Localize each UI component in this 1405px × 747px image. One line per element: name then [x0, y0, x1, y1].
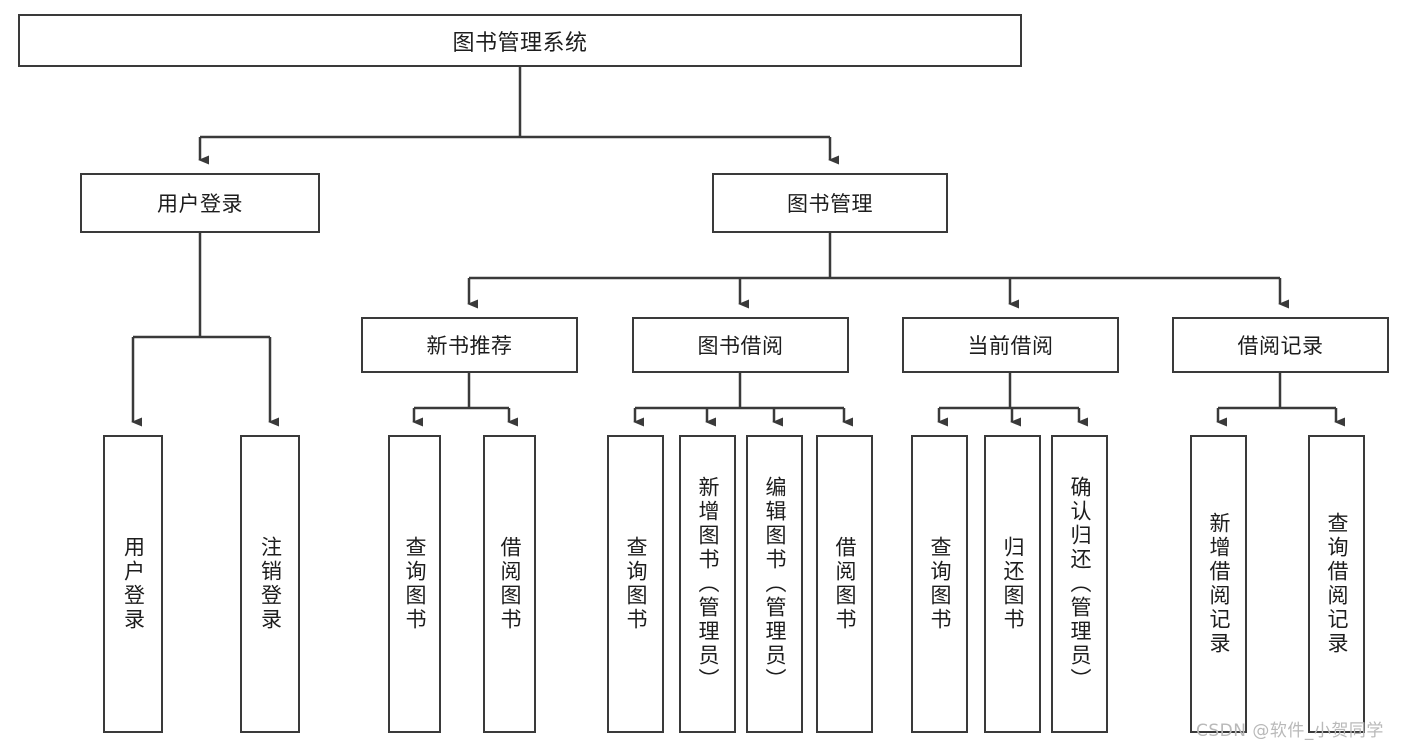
- node-new-book-recommend: 新书推荐: [361, 317, 578, 373]
- node-borrow-record: 借阅记录: [1172, 317, 1389, 373]
- node-label: 图书借阅: [697, 334, 784, 358]
- node-label: 借阅图书: [498, 536, 522, 632]
- node-root: 图书管理系统: [18, 14, 1022, 67]
- node-leaf-user-login: 用户登录: [103, 435, 163, 733]
- node-label: 查询借阅记录: [1325, 512, 1349, 656]
- node-label: 新增借阅记录: [1207, 512, 1231, 656]
- node-book-borrow: 图书借阅: [632, 317, 849, 373]
- node-leaf-edit-book: 编辑图书（管理员）: [746, 435, 803, 733]
- node-label: 注销登录: [258, 536, 283, 632]
- node-leaf-borrow-book-recommend: 借阅图书: [483, 435, 536, 733]
- node-leaf-query-book-current: 查询图书: [911, 435, 968, 733]
- node-leaf-query-borrow-record: 查询借阅记录: [1308, 435, 1365, 733]
- node-label: 当前借阅: [967, 334, 1054, 358]
- node-user-login: 用户登录: [80, 173, 320, 233]
- node-leaf-confirm-return: 确认归还（管理员）: [1051, 435, 1108, 733]
- node-label: 用户登录: [157, 192, 243, 216]
- csdn-watermark: CSDN @软件_小贺同学: [1196, 721, 1384, 741]
- node-leaf-return-book: 归还图书: [984, 435, 1041, 733]
- node-label: 确认归还（管理员）: [1068, 476, 1092, 692]
- node-label: 新书推荐: [426, 334, 513, 358]
- node-label: 借阅记录: [1237, 334, 1324, 358]
- node-label: 查询图书: [928, 536, 952, 632]
- node-label: 归还图书: [1001, 536, 1025, 632]
- node-label: 图书管理: [787, 192, 873, 216]
- node-leaf-add-book: 新增图书（管理员）: [679, 435, 736, 733]
- node-leaf-query-book-borrow: 查询图书: [607, 435, 664, 733]
- node-leaf-logout: 注销登录: [240, 435, 300, 733]
- node-current-borrow: 当前借阅: [902, 317, 1119, 373]
- node-label: 新增图书（管理员）: [696, 476, 720, 692]
- node-label: 图书管理系统: [452, 30, 588, 56]
- node-leaf-borrow-book: 借阅图书: [816, 435, 873, 733]
- node-label: 借阅图书: [833, 536, 857, 632]
- node-label: 查询图书: [624, 536, 648, 632]
- node-label: 查询图书: [403, 536, 427, 632]
- node-leaf-add-borrow-record: 新增借阅记录: [1190, 435, 1247, 733]
- node-label: 编辑图书（管理员）: [763, 476, 787, 692]
- node-label: 用户登录: [121, 536, 146, 632]
- node-leaf-query-book-recommend: 查询图书: [388, 435, 441, 733]
- node-book-manage: 图书管理: [712, 173, 948, 233]
